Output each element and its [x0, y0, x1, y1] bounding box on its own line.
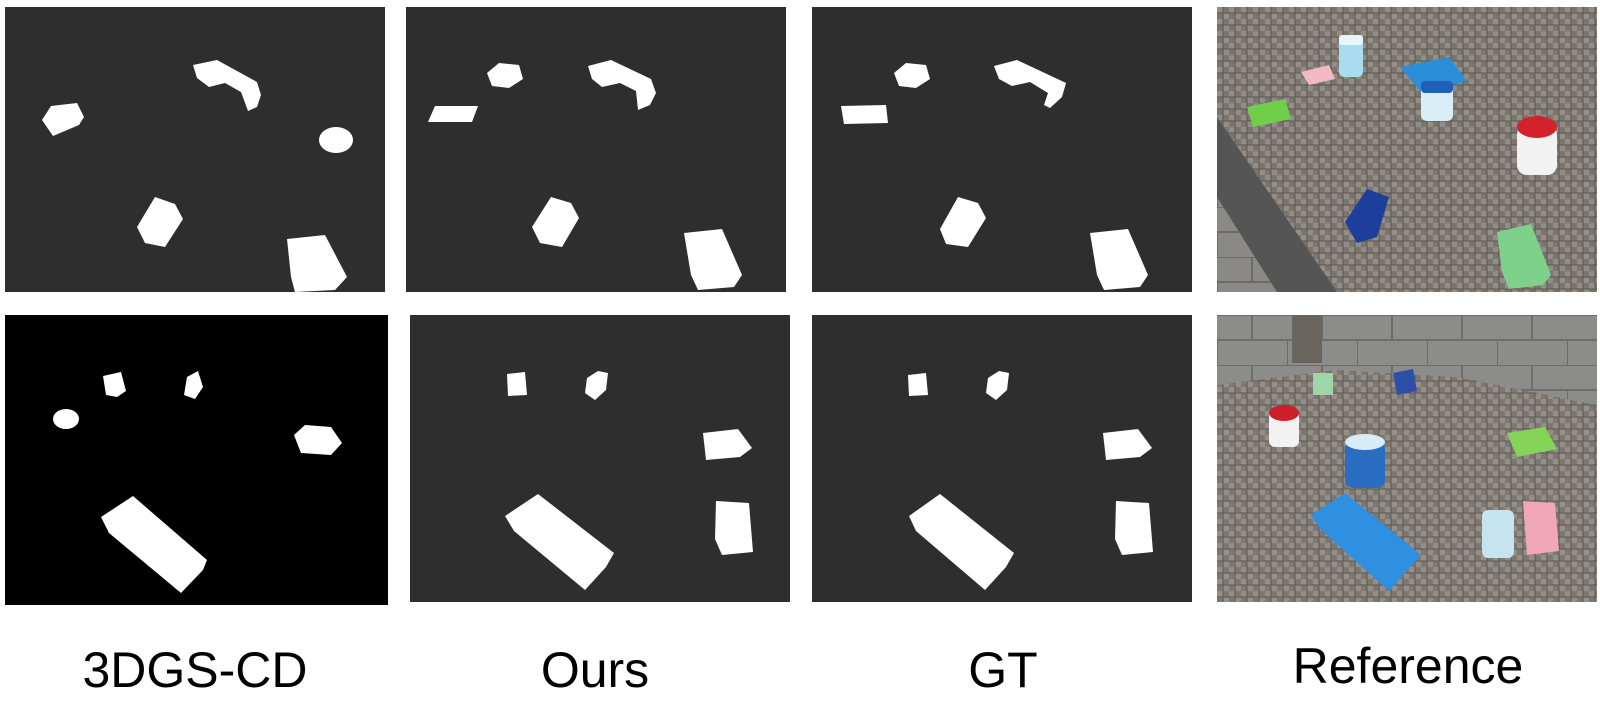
reference-photo-row2	[1217, 315, 1597, 602]
reference-photo-row1	[1217, 7, 1597, 292]
mask-ours-row1	[406, 7, 786, 292]
mask-3dgs-cd-row1	[5, 7, 385, 292]
mask-3dgs-cd-row2	[5, 315, 388, 605]
caption-gt: GT	[968, 642, 1038, 698]
mask-gt-row1	[812, 7, 1192, 292]
caption-reference: Reference	[1292, 638, 1524, 694]
mask-gt-row2	[812, 315, 1192, 602]
mask-ours-row2	[410, 315, 790, 602]
caption-3dgs-cd: 3DGS-CD	[82, 642, 308, 698]
caption-ours: Ours	[540, 642, 650, 698]
